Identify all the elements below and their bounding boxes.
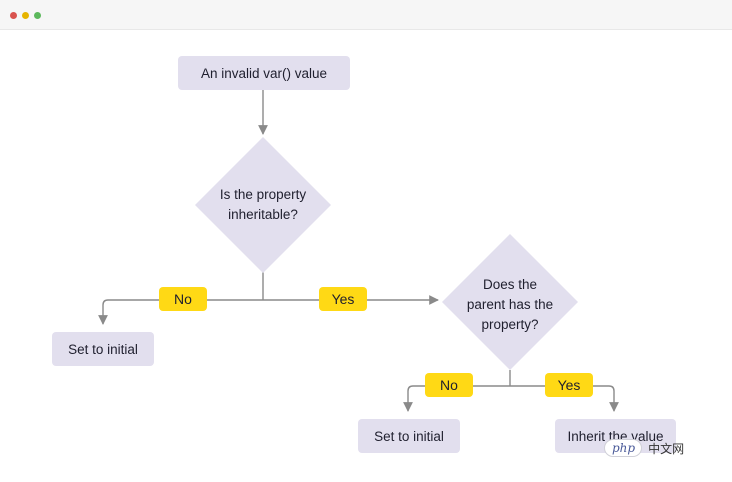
edge-label-yes-2-text: Yes [557, 377, 581, 393]
watermark-badge: php [604, 439, 643, 457]
outcome-set-initial-1-label: Set to initial [68, 341, 138, 357]
decision-parent-line-2: parent has the [466, 297, 554, 312]
edge-label-no-2: No [425, 373, 473, 397]
edge-no-to-initial-2 [403, 385, 510, 412]
title-bar [0, 0, 732, 30]
minimize-dot-icon[interactable] [22, 12, 29, 19]
outcome-inherit-value-label: Inherit the value [567, 428, 664, 444]
decision-inheritable-line-2: inheritable? [228, 207, 298, 222]
edge-no-to-initial-1 [98, 299, 263, 325]
close-dot-icon[interactable] [10, 12, 17, 19]
edge-label-yes-1: Yes [319, 287, 367, 311]
decision-inheritable-shape [195, 137, 331, 273]
maximize-dot-icon[interactable] [34, 12, 41, 19]
decision-parent-label: Does the parent has the property? [450, 272, 570, 338]
decision-parent-shape [442, 234, 578, 370]
edge-label-yes-2: Yes [545, 373, 593, 397]
edge-label-yes-1-text: Yes [331, 291, 355, 307]
edge-label-no-2-text: No [440, 377, 458, 393]
edge-label-no-1-text: No [174, 291, 192, 307]
decision-parent-line-1: Does the [482, 277, 538, 292]
watermark-brand: php [612, 441, 636, 455]
outcome-set-initial-1[interactable]: Set to initial [52, 332, 154, 366]
start-node[interactable]: An invalid var() value [178, 56, 350, 90]
decision-inheritable-label: Is the property inheritable? [203, 178, 323, 232]
outcome-set-initial-2-label: Set to initial [374, 428, 444, 444]
decision-inheritable-line-1: Is the property [219, 187, 307, 202]
outcome-set-initial-2[interactable]: Set to initial [358, 419, 460, 453]
watermark-site: 中文网 [648, 441, 685, 456]
edge-yes-to-inherit [510, 385, 619, 412]
start-node-label: An invalid var() value [200, 65, 328, 81]
decision-parent-line-3: property? [481, 317, 539, 332]
watermark: php 中文网 [604, 436, 684, 460]
edge-label-no-1: No [159, 287, 207, 311]
